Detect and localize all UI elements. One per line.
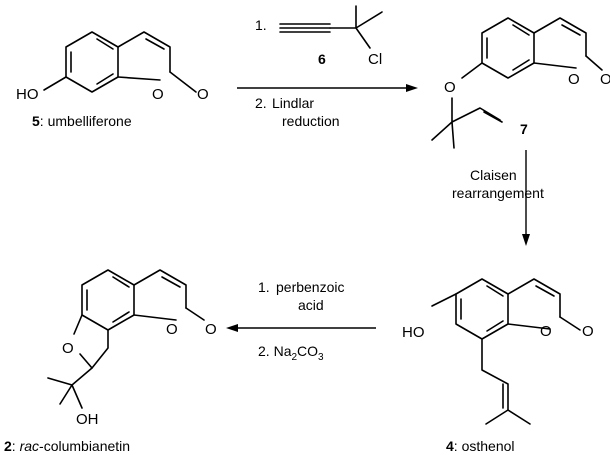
- hydroxy-bond: [43, 76, 67, 91]
- hydroxy-bond: [431, 293, 457, 307]
- alkyne-triple-bond: [279, 23, 331, 33]
- pyranone-ring: [117, 31, 171, 81]
- perbenzoic-line1: perbenzoic: [276, 279, 345, 295]
- step2-prefix-top: 2.: [255, 95, 267, 111]
- chlorine-label: Cl: [368, 51, 382, 68]
- prenyl-ether-bonds: [431, 97, 503, 149]
- columbianetin-structure: O O O OH 2: rac-columbianetin: [4, 269, 217, 454]
- alkene-bond: [535, 285, 555, 297]
- benzene-ring: [81, 269, 135, 331]
- umbelliferone-structure: O O HO 5: umbelliferone: [16, 31, 209, 129]
- reagent-6-bonds: [329, 5, 383, 49]
- benzene-double-bonds: [70, 38, 114, 85]
- carbonyl-oxygen: O: [600, 71, 610, 88]
- arrow-claisen: [522, 150, 530, 246]
- osthenol-structure: O O HO 4: osthenol: [402, 278, 594, 454]
- step1-prefix-bottom: 1.: [258, 279, 270, 295]
- claisen-line2: rearrangement: [452, 185, 544, 201]
- perbenzoic-line2: acid: [298, 297, 324, 313]
- alkene-bond: [161, 276, 181, 288]
- carbonyl-bond: [559, 316, 581, 331]
- carbonyl-oxygen: O: [197, 86, 209, 103]
- arrow-step-1: [237, 84, 418, 92]
- compound-4-label: 4: osthenol: [446, 438, 515, 454]
- benzene-ring: [455, 278, 509, 340]
- hydroxy-label: HO: [402, 324, 425, 341]
- ring-oxygen: O: [568, 71, 580, 88]
- carbonyl-bond: [585, 55, 603, 71]
- hydroxyl-label: OH: [76, 411, 99, 428]
- compound-7-number: 7: [520, 121, 528, 137]
- step1-prefix: 1.: [255, 17, 267, 33]
- lindlar-line1: Lindlar: [272, 95, 314, 111]
- arrow-step-3: [226, 324, 376, 332]
- benzene-double-bonds: [460, 285, 504, 332]
- reagent-6: 1. Cl 6: [255, 5, 383, 68]
- ring-oxygen: O: [540, 323, 552, 340]
- benzene-double-bonds: [86, 276, 130, 323]
- hydroxy-label: HO: [16, 86, 39, 103]
- furan-oxygen: O: [62, 340, 74, 357]
- ring-oxygen: O: [166, 321, 178, 338]
- compound-7-structure: O O O 7: [431, 17, 610, 149]
- compound-5-label: 5: umbelliferone: [32, 113, 132, 129]
- carbonyl-bond: [169, 71, 197, 93]
- carbonyl-oxygen: O: [205, 321, 217, 338]
- compound-6-number: 6: [318, 51, 326, 67]
- benzene-ring: [481, 17, 535, 79]
- benzene-ring: [65, 31, 119, 93]
- alkene-bond: [561, 24, 581, 36]
- benzene-double-bonds: [486, 24, 530, 71]
- claisen-line1: Claisen: [470, 167, 517, 183]
- ether-oxygen: O: [444, 79, 456, 96]
- ring-oxygen: O: [152, 86, 164, 103]
- pyranone-ring: [133, 269, 187, 321]
- lindlar-line2: reduction: [282, 113, 340, 129]
- pyranone-ring: [533, 17, 587, 69]
- dihydrofuran-ring: [73, 314, 109, 369]
- pyranone-ring: [507, 278, 561, 330]
- alkene-bond: [145, 38, 165, 50]
- hydroxyisopropyl-bonds: [47, 367, 93, 409]
- carbonyl-bond: [185, 307, 205, 321]
- ether-bond: [461, 62, 483, 79]
- compound-2-label: 2: rac-columbianetin: [4, 438, 130, 454]
- prenyl-chain: [481, 338, 531, 425]
- base-label: 2. Na2CO3: [258, 343, 324, 363]
- carbonyl-oxygen: O: [582, 323, 594, 340]
